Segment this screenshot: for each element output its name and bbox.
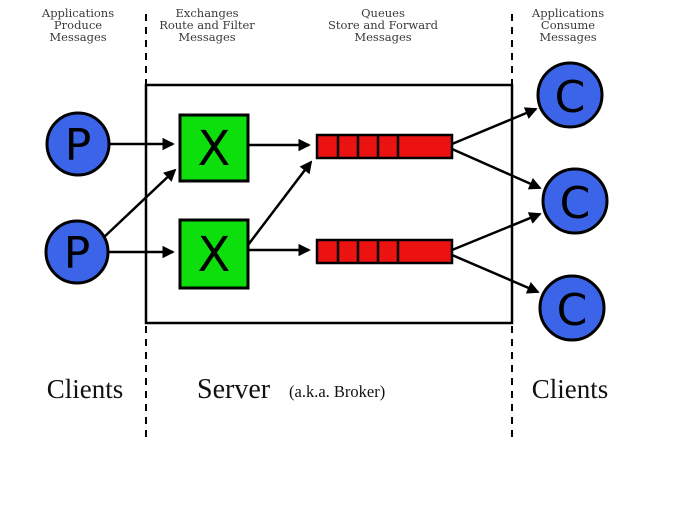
consumer-node-2: C (541, 167, 609, 235)
consumer-circle (541, 167, 609, 235)
arrow-queue1-to-consumer1 (451, 107, 538, 146)
exchange-node-1: X (178, 113, 250, 183)
top-zone-labels: Applications Produce Messages Exchanges … (41, 6, 604, 44)
label-line: Applications (531, 6, 604, 20)
label-applications-consume: Applications Consume Messages (531, 6, 604, 44)
consumer-circle (538, 274, 606, 342)
consumer-letter: C (557, 285, 588, 336)
label-line: Consume (541, 18, 595, 32)
producer-circle (44, 219, 110, 285)
exchange-square (178, 113, 250, 183)
consumer-letter: C (555, 72, 586, 123)
label-clients-left: Clients (47, 374, 124, 404)
arrow-queue2-to-consumer2 (451, 212, 542, 252)
message-flow-arrows (101, 107, 542, 294)
producer-node-1: P (45, 111, 111, 177)
exchange-node-2: X (178, 218, 250, 290)
producer-node-2: P (44, 219, 110, 285)
label-line: Applications (41, 6, 114, 20)
queue-cell-dividers (336, 135, 400, 158)
queue-cell-dividers (336, 240, 400, 263)
label-server: Server (197, 374, 271, 405)
arrow-producer2-to-exchange1 (101, 168, 177, 240)
label-line: Messages (539, 30, 596, 44)
exchange-square (178, 218, 250, 290)
queue-node-2 (315, 238, 454, 265)
label-line: Exchanges (175, 6, 238, 20)
queue-node-1 (315, 133, 454, 160)
label-line: Route and Filter (159, 18, 255, 32)
arrow-queue2-to-consumer3 (451, 253, 540, 294)
arrow-queue1-to-consumer2 (451, 147, 542, 190)
label-line: Produce (54, 18, 102, 32)
queue-bar (315, 133, 454, 160)
label-line: Messages (178, 30, 235, 44)
producer-letter: P (64, 228, 91, 279)
arrow-exchange2-to-queue1 (247, 160, 313, 246)
label-line: Store and Forward (328, 18, 439, 32)
consumer-node-1: C (536, 61, 604, 129)
producer-circle (45, 111, 111, 177)
label-line: Queues (361, 6, 405, 20)
consumer-circle (536, 61, 604, 129)
exchange-letter: X (198, 121, 231, 177)
label-clients-right: Clients (532, 374, 609, 404)
label-line: Messages (49, 30, 106, 44)
label-applications-produce: Applications Produce Messages (41, 6, 114, 44)
producer-letter: P (65, 120, 92, 171)
exchange-letter: X (198, 227, 231, 283)
label-server-note: (a.k.a. Broker) (289, 382, 385, 401)
label-line: Messages (354, 30, 411, 44)
consumer-node-3: C (538, 274, 606, 342)
bottom-zone-labels: Clients Server (a.k.a. Broker) Clients (47, 374, 609, 405)
queue-bar (315, 238, 454, 265)
consumer-letter: C (560, 178, 591, 229)
label-queues-store-forward: Queues Store and Forward Messages (328, 6, 439, 44)
label-exchanges-route-filter: Exchanges Route and Filter Messages (159, 6, 255, 44)
